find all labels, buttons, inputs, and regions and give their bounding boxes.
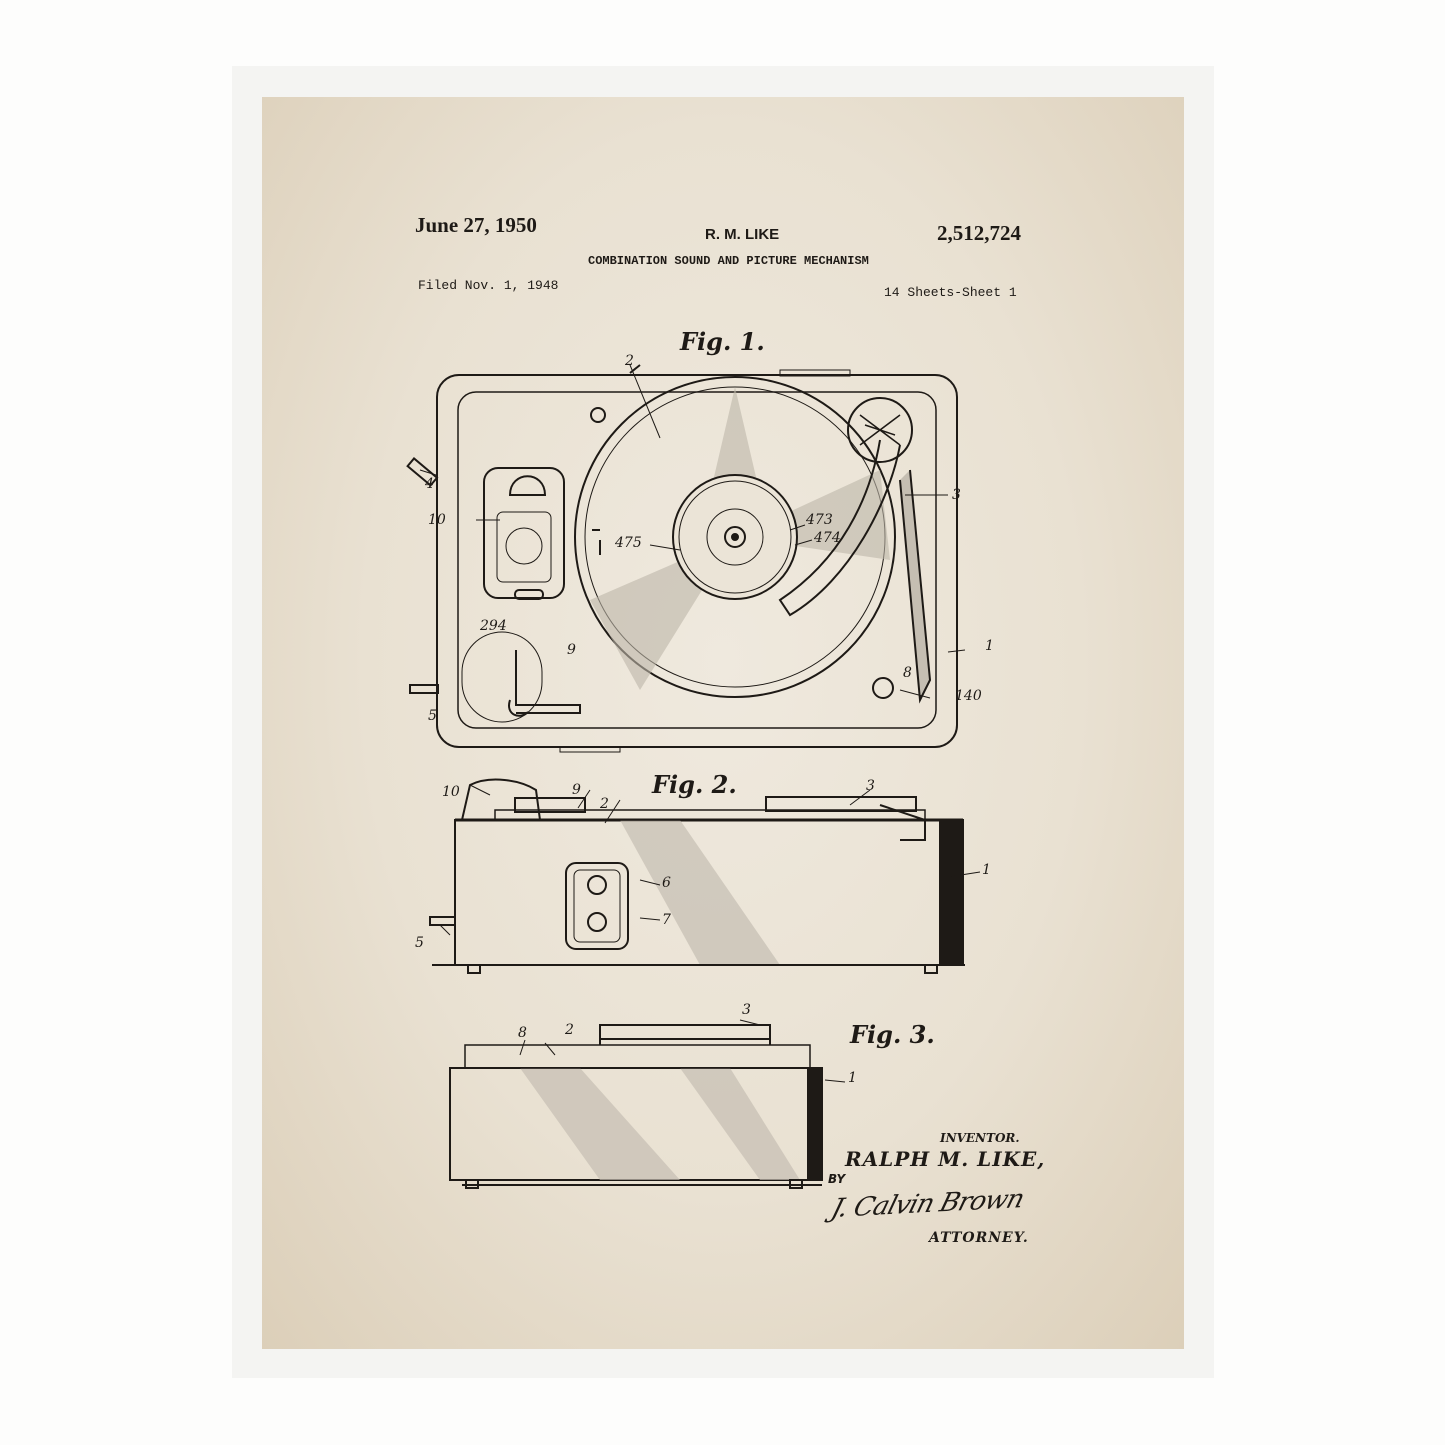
part-label: 2 [600, 796, 609, 812]
part-label: 9 [572, 782, 581, 798]
inventor-short: R. M. LIKE [705, 226, 780, 243]
part-label: 10 [442, 784, 460, 800]
part-label: 1 [985, 638, 994, 654]
fig1-drawing [406, 364, 966, 753]
fig3-label: Fig. 3. [850, 1020, 935, 1049]
part-label: 3 [866, 778, 875, 794]
fig1-label: Fig. 1. [680, 327, 765, 356]
part-label: 7 [662, 912, 671, 928]
sheet-count: 14 Sheets-Sheet 1 [884, 285, 1017, 300]
fig2-drawing [429, 778, 981, 974]
part-label: 294 [480, 618, 507, 634]
part-label: 1 [848, 1070, 857, 1086]
fig2-label: Fig. 2. [652, 770, 737, 799]
part-label: 473 [806, 512, 833, 528]
filed-date: Filed Nov. 1, 1948 [418, 278, 559, 293]
part-label: 10 [428, 512, 446, 528]
part-label: 3 [952, 487, 961, 503]
part-label: 8 [903, 665, 912, 681]
patent-paper [262, 97, 1184, 1349]
part-label: 9 [567, 642, 576, 658]
inventor-label: INVENTOR. [940, 1131, 1020, 1145]
by-label: BY [828, 1172, 846, 1186]
attorney-label: ATTORNEY. [929, 1230, 1029, 1246]
part-label: 140 [955, 688, 982, 704]
part-label: 2 [625, 353, 634, 369]
part-label: 8 [518, 1025, 527, 1041]
patent-number: 2,512,724 [937, 221, 1021, 245]
part-label: 4 [425, 476, 434, 492]
part-label: 474 [814, 530, 841, 546]
part-label: 2 [565, 1022, 574, 1038]
part-label: 5 [428, 708, 437, 724]
fig3-drawing [449, 1019, 846, 1189]
part-label: 3 [742, 1002, 751, 1018]
patent-title: COMBINATION SOUND AND PICTURE MECHANISM [588, 254, 869, 268]
inventor-name: RALPH M. LIKE, [845, 1147, 1046, 1171]
part-label: 1 [982, 862, 991, 878]
part-label: 6 [662, 875, 671, 891]
part-label: 475 [615, 535, 642, 551]
part-label: 5 [415, 935, 424, 951]
patent-date: June 27, 1950 [415, 213, 537, 237]
